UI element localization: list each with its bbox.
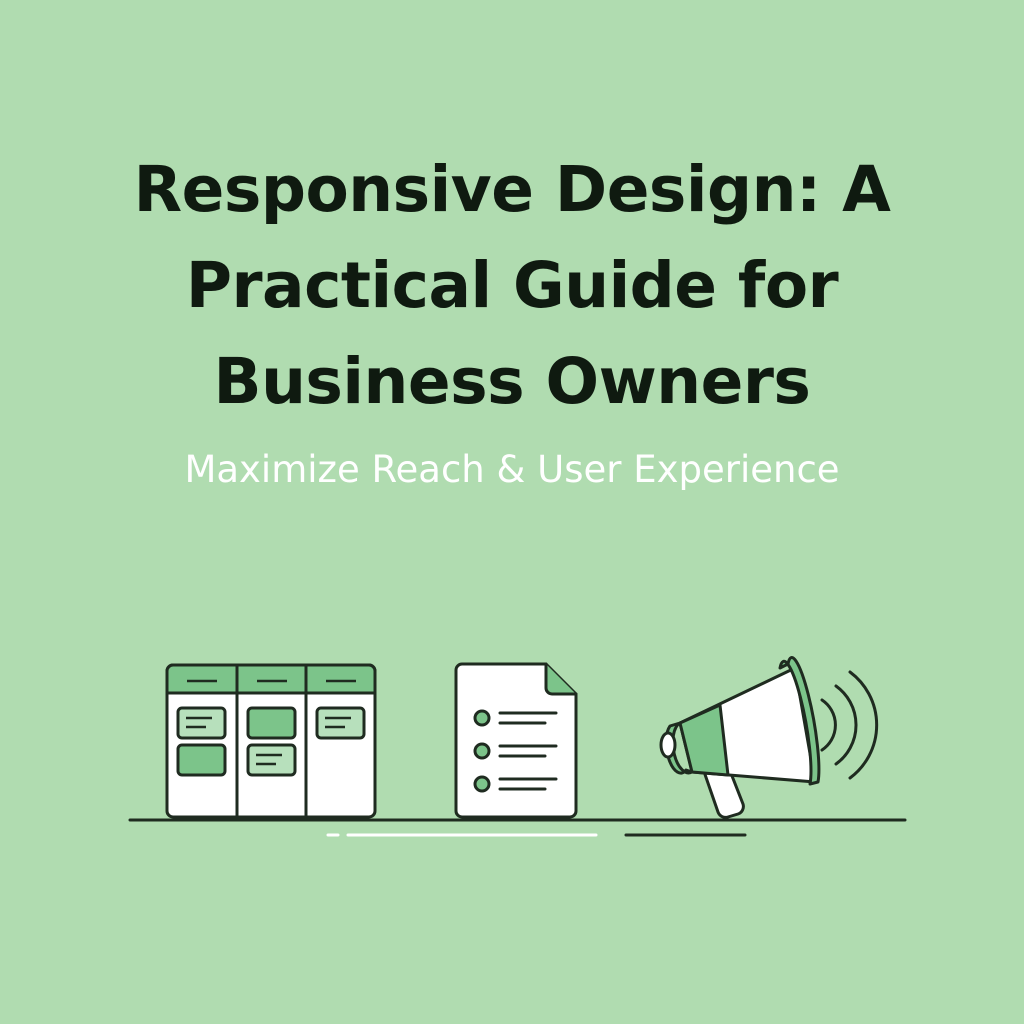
checklist-document-icon xyxy=(454,662,578,819)
page-title-line-2: Practical Guide for xyxy=(185,249,839,322)
page-title: Responsive Design: A Practical Guide for… xyxy=(0,142,1024,430)
page-title-line-1: Responsive Design: A xyxy=(133,153,891,226)
kanban-board-icon xyxy=(165,663,377,819)
page-subtitle: Maximize Reach & User Experience xyxy=(184,448,840,491)
page-title-line-3: Business Owners xyxy=(213,345,811,418)
ground-lines xyxy=(128,818,907,837)
megaphone-icon xyxy=(659,656,879,819)
